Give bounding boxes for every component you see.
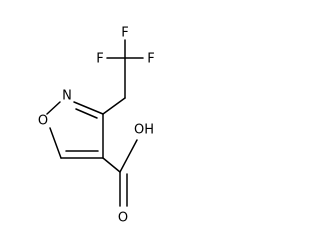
structure-canvas: F F F N O OH O bbox=[37, 25, 155, 226]
atom-o-ring: O bbox=[38, 114, 48, 129]
atom-o-carbonyl: O bbox=[118, 211, 128, 226]
bond-cooh-oh bbox=[119, 139, 138, 173]
atom-f-right: F bbox=[147, 52, 154, 67]
bond-c3-n-double bbox=[75, 108, 98, 119]
atom-f-top: F bbox=[121, 26, 128, 41]
bond-c3-n bbox=[73, 101, 104, 115]
atom-n: N bbox=[62, 89, 72, 104]
atom-f-left: F bbox=[96, 52, 103, 67]
bond-n-o bbox=[46, 101, 61, 115]
atom-oh: OH bbox=[134, 123, 154, 138]
molecule-drawing: F F F N O OH O bbox=[38, 26, 155, 226]
bond-o-c5 bbox=[49, 127, 62, 159]
bond-ch2-c3 bbox=[102, 97, 126, 115]
bond-c4-cooh bbox=[102, 157, 121, 173]
